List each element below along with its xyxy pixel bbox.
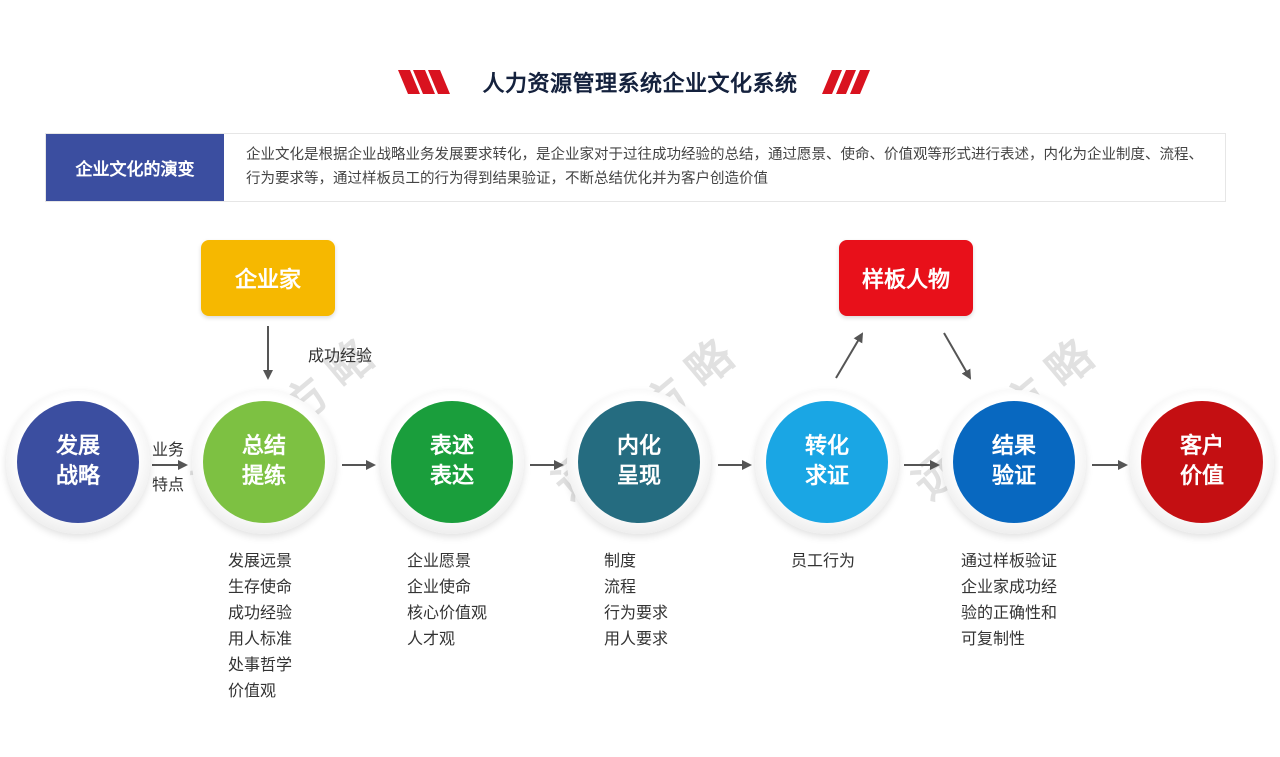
model-person-box: 样板人物 [839,240,973,316]
title-stripes-left-icon [398,70,450,94]
stage-customer-value: 客户价值 [1130,390,1274,534]
arrow-transform-model [835,332,864,379]
list-item: 发展远景 [228,551,293,570]
page-title: 人力资源管理系统企业文化系统 [482,72,798,97]
express-list: 企业愿景 企业使命 核心价值观 人才观 [407,548,487,652]
list-item: 流程 [604,577,637,596]
business-label-line2: 特点 [152,475,185,494]
stage-transform: 转化求证 [755,390,899,534]
intro-label: 企业文化的演变 [46,134,224,201]
list-item: 核心价值观 [407,603,488,622]
intro-text: 企业文化是根据企业战略业务发展要求转化，是企业家对于过往成功经验的总结，通过愿景… [246,147,1203,187]
list-item: 价值观 [228,681,277,700]
list-item: 生存使命 [228,577,293,596]
internalize-list: 制度 流程 行为要求 用人要求 [604,548,668,652]
list-item: 人才观 [407,629,456,648]
list-item: 可复制性 [961,629,1026,648]
list-item: 企业使命 [407,577,472,596]
success-experience-label: 成功经验 [308,346,373,365]
list-item: 员工行为 [791,551,856,570]
stage-internalize: 内化呈现 [567,390,711,534]
summary-list: 发展远景 生存使命 成功经验 用人标准 处事哲学 价值观 [228,548,292,704]
list-item: 企业愿景 [407,551,472,570]
title-area: 人力资源管理系统企业文化系统 [0,62,1280,102]
list-item: 用人要求 [604,629,669,648]
stage-circle: 发展战略 [17,401,139,523]
transform-list: 员工行为 [791,548,855,574]
stage-circle: 结果验证 [953,401,1075,523]
list-item: 用人标准 [228,629,293,648]
stage-circle: 内化呈现 [578,401,700,523]
stage-circle: 表述表达 [391,401,513,523]
intro-panel: 企业文化的演变 企业文化是根据企业战略业务发展要求转化，是企业家对于过往成功经验… [45,133,1226,202]
stage-summary: 总结提练 [192,390,336,534]
stage-circle: 总结提练 [203,401,325,523]
list-item: 制度 [604,551,637,570]
arrow-model-verify [943,332,972,380]
verify-list: 通过样板验证 企业家成功经 验的正确性和 可复制性 [961,548,1057,652]
business-label-line1: 业务 [152,440,185,459]
list-item: 成功经验 [228,603,293,622]
list-item: 处事哲学 [228,655,293,674]
list-item: 验的正确性和 [961,603,1058,622]
stage-circle: 客户价值 [1141,401,1263,523]
stage-express: 表述表达 [380,390,524,534]
list-item: 通过样板验证 [961,551,1058,570]
title-stripes-right-icon [822,70,870,94]
stage-circle: 转化求证 [766,401,888,523]
stage-development-strategy: 发展战略 [6,390,150,534]
entrepreneur-box: 企业家 [201,240,335,316]
list-item: 企业家成功经 [961,577,1058,596]
stage-verify: 结果验证 [942,390,1086,534]
list-item: 行为要求 [604,603,669,622]
